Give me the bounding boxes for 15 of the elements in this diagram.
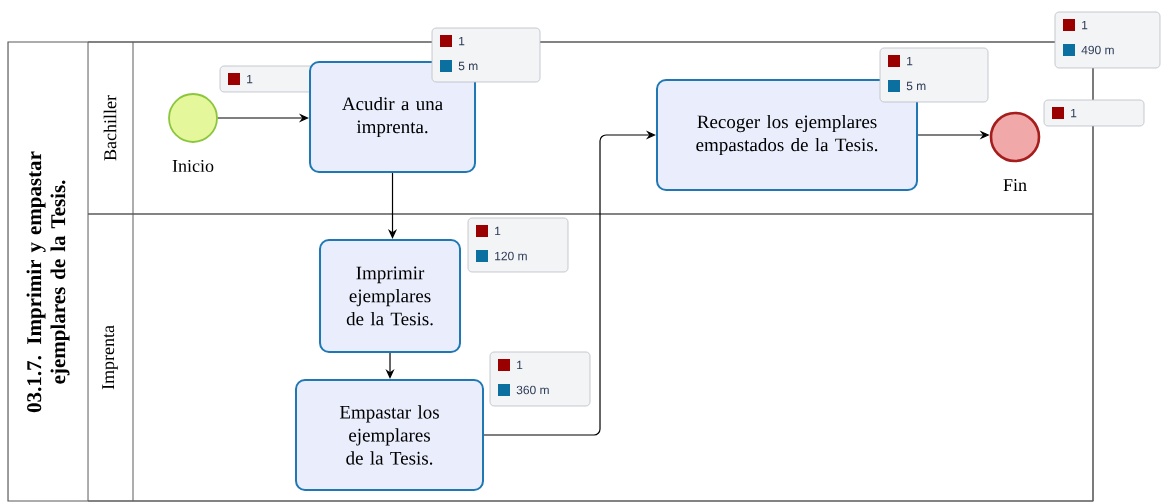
count-badge: 1 360 m — [489, 351, 591, 407]
event-label: Inicio — [172, 159, 214, 173]
count-badge: 1 120 m — [467, 217, 569, 273]
lane-label: Bachiller — [103, 95, 117, 161]
event-label: Fin — [1003, 179, 1027, 191]
task-box: Empastar los ejemplares de la Tesis. — [295, 379, 484, 491]
count-badge: 1 — [1043, 99, 1145, 127]
count-badge: 1 490 m — [1054, 11, 1161, 69]
lane-label: Imprenta — [102, 325, 118, 390]
task-box: Imprimir ejemplares de la Tesis. — [319, 239, 461, 353]
count-badge: 1 — [219, 65, 321, 93]
count-badge: 1 5 m — [879, 47, 989, 103]
pool-title: 03.1.7. Imprimir y empastar ejemplares de la Tesis. — [26, 151, 70, 413]
count-badge: 1 5 m — [431, 27, 541, 83]
arrow — [483, 130, 656, 436]
